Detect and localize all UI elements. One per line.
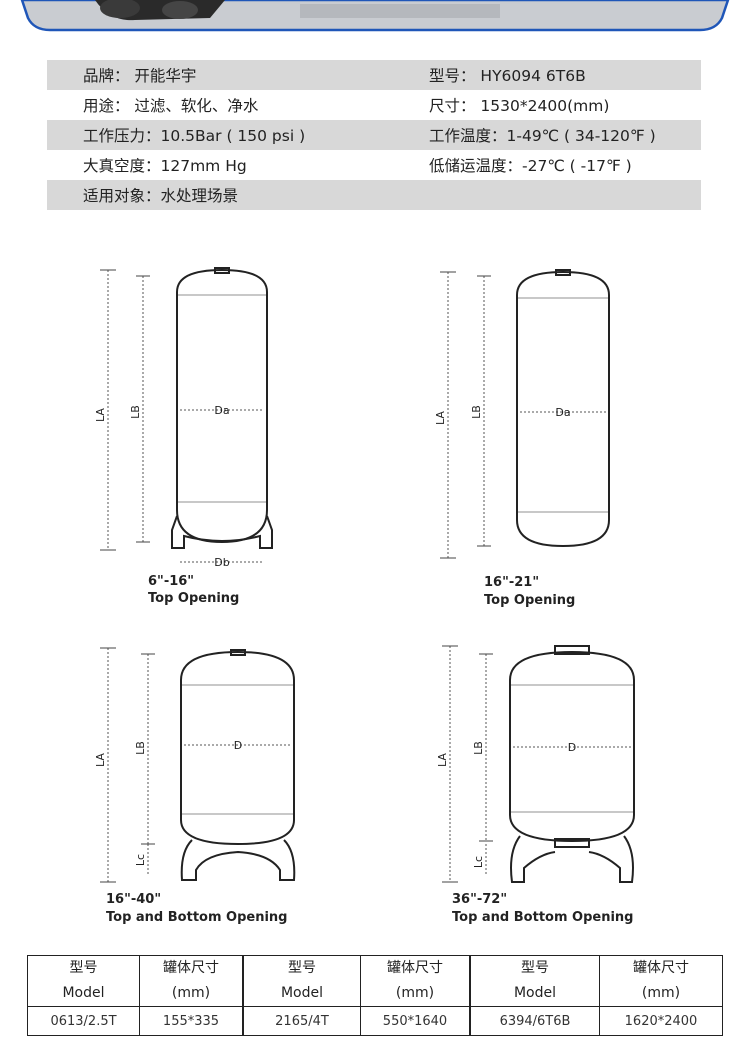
table-cell: 155*335	[139, 1006, 244, 1036]
dim-db-1: Db	[214, 556, 229, 569]
tank-diagram-1	[171, 267, 273, 549]
dim-lb-2: LB	[470, 405, 483, 419]
spec-model: 型号： HY6094 6T6B	[429, 67, 586, 85]
table-cell: 2165/4T	[242, 1006, 361, 1036]
spec-size: 尺寸： 1530*2400(mm)	[429, 97, 610, 115]
dim-lb-1: LB	[129, 405, 142, 419]
caption-size-3: 16"-40"	[106, 892, 161, 907]
dim-lc-3: Lc	[134, 854, 147, 866]
dim-la-3: LA	[94, 753, 107, 767]
caption-size-4: 36"-72"	[452, 892, 507, 907]
caption-type-3: Top and Bottom Opening	[106, 910, 287, 925]
spec-row: 大真空度：127mm Hg 低储运温度：-27℃ ( -17℉ )	[47, 150, 701, 180]
tank-diagrams: LA LB Da Db LA LB Da LA LB D Lc LA LB D …	[94, 267, 635, 925]
header-size: 罐体尺寸(mm)	[599, 955, 723, 1007]
dim-la-4: LA	[436, 753, 449, 767]
caption-type-2: Top Opening	[484, 593, 575, 608]
banner-image	[20, 0, 730, 32]
dim-d-4: D	[568, 741, 576, 754]
spec-row: 适用对象：水处理场景	[47, 180, 701, 210]
caption-size-1: 6"-16"	[148, 574, 194, 589]
header-size: 罐体尺寸(mm)	[360, 955, 471, 1007]
spec-row: 用途： 过滤、软化、净水 尺寸： 1530*2400(mm)	[47, 90, 701, 120]
dim-d-3: D	[234, 739, 242, 752]
spec-temperature: 工作温度：1-49℃ ( 34-120℉ )	[429, 127, 656, 145]
dim-lc-4: Lc	[472, 856, 485, 868]
spec-application: 适用对象：水处理场景	[83, 187, 239, 205]
table-cell: 1620*2400	[599, 1006, 723, 1036]
dim-lb-4: LB	[472, 741, 485, 755]
spec-row: 品牌： 开能华宇 型号： HY6094 6T6B	[47, 60, 701, 90]
dim-da-1: Da	[214, 404, 229, 417]
spec-vacuum: 大真空度：127mm Hg	[83, 157, 247, 175]
table-cell: 6394/6T6B	[469, 1006, 600, 1036]
dim-la-1: LA	[94, 408, 107, 422]
spec-pressure: 工作压力：10.5Bar ( 150 psi )	[83, 127, 306, 145]
spec-row: 工作压力：10.5Bar ( 150 psi ) 工作温度：1-49℃ ( 34…	[47, 120, 701, 150]
tank-diagram-4	[509, 645, 635, 883]
spec-table: 品牌： 开能华宇 型号： HY6094 6T6B 用途： 过滤、软化、净水 尺寸…	[47, 60, 701, 210]
tank-diagram-2	[516, 269, 610, 548]
tank-diagram-3	[180, 649, 296, 881]
top-banner	[0, 0, 750, 34]
dim-la-2: LA	[434, 411, 447, 425]
spec-storage-temp: 低储运温度：-27℃ ( -17℉ )	[429, 157, 632, 175]
dim-da-2: Da	[555, 406, 570, 419]
table-cell: 550*1640	[360, 1006, 471, 1036]
caption-size-2: 16"-21"	[484, 575, 539, 590]
table-row: 0613/2.5T 155*335 2165/4T 550*1640 6394/…	[27, 1006, 723, 1036]
caption-type-4: Top and Bottom Opening	[452, 910, 633, 925]
table-cell: 0613/2.5T	[27, 1006, 140, 1036]
caption-type-1: Top Opening	[148, 591, 239, 606]
dim-lb-3: LB	[134, 741, 147, 755]
header-size: 罐体尺寸(mm)	[139, 955, 244, 1007]
spec-usage: 用途： 过滤、软化、净水	[83, 97, 259, 115]
spec-brand: 品牌： 开能华宇	[83, 67, 197, 85]
